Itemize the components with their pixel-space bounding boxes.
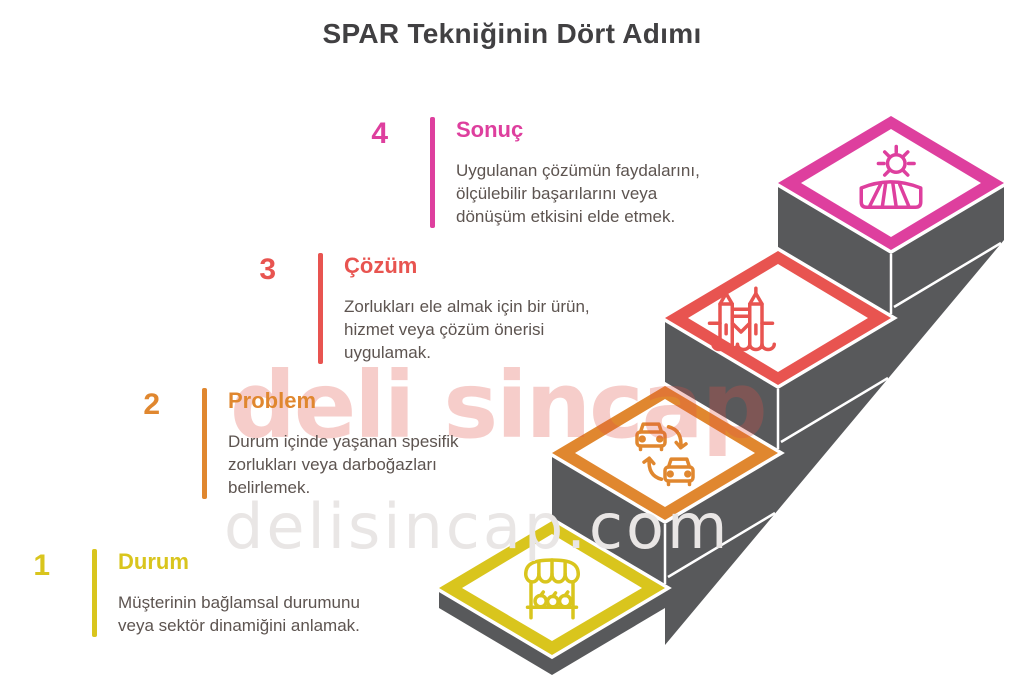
step-2-accent-bar (202, 388, 207, 499)
step-4-diamond (771, 111, 1011, 255)
cars-exchange-icon (635, 422, 695, 487)
step-3-description: Zorlukları ele almak için bir ürün, hizm… (344, 297, 590, 362)
watermark-brand-text: deli sincap (230, 352, 768, 459)
step-4-title: Sonuç (456, 117, 524, 142)
step-2-text-block: 2 Problem Durum içinde yaşanan spesifik … (128, 388, 459, 499)
step-seam-lines (663, 241, 1002, 584)
step-3-text-block: 3 Çözüm Zorlukları ele almak için bir ür… (244, 253, 590, 364)
step-4-accent-bar (430, 117, 435, 228)
step-1-accent-bar (92, 549, 97, 637)
market-stall-icon (524, 558, 580, 620)
bridge-icon (707, 286, 776, 352)
watermark-domain-text: delisincap.com (224, 490, 731, 563)
step-4-text-block: 4 Sonuç Uygulanan çözümün faydalarını, ö… (356, 117, 700, 228)
step-2-title: Problem (228, 388, 317, 413)
step-1-text-block: 1 Durum Müşterinin bağlamsal durumunu ve… (18, 549, 360, 637)
step-2-description: Durum içinde yaşanan spesifik zorlukları… (228, 432, 459, 497)
step-2-diamond (545, 381, 785, 525)
step-1-number: 1 (33, 549, 50, 582)
step-1-description: Müşterinin bağlamsal durumunu veya sektö… (118, 593, 360, 635)
step-1-diamond (432, 516, 672, 660)
step-4-description: Uygulanan çözümün faydalarını, ölçülebil… (456, 161, 700, 226)
step-3-diamond (658, 246, 898, 390)
step-1-title: Durum (118, 549, 189, 574)
sunrise-field-icon (859, 144, 923, 209)
page-title: SPAR Tekniğinin Dört Adımı (322, 18, 702, 49)
step-4-number: 4 (371, 117, 388, 150)
step-2-number: 2 (143, 388, 160, 421)
step-3-number: 3 (259, 253, 276, 286)
step-3-accent-bar (318, 253, 323, 364)
step-3-title: Çözüm (344, 253, 418, 278)
